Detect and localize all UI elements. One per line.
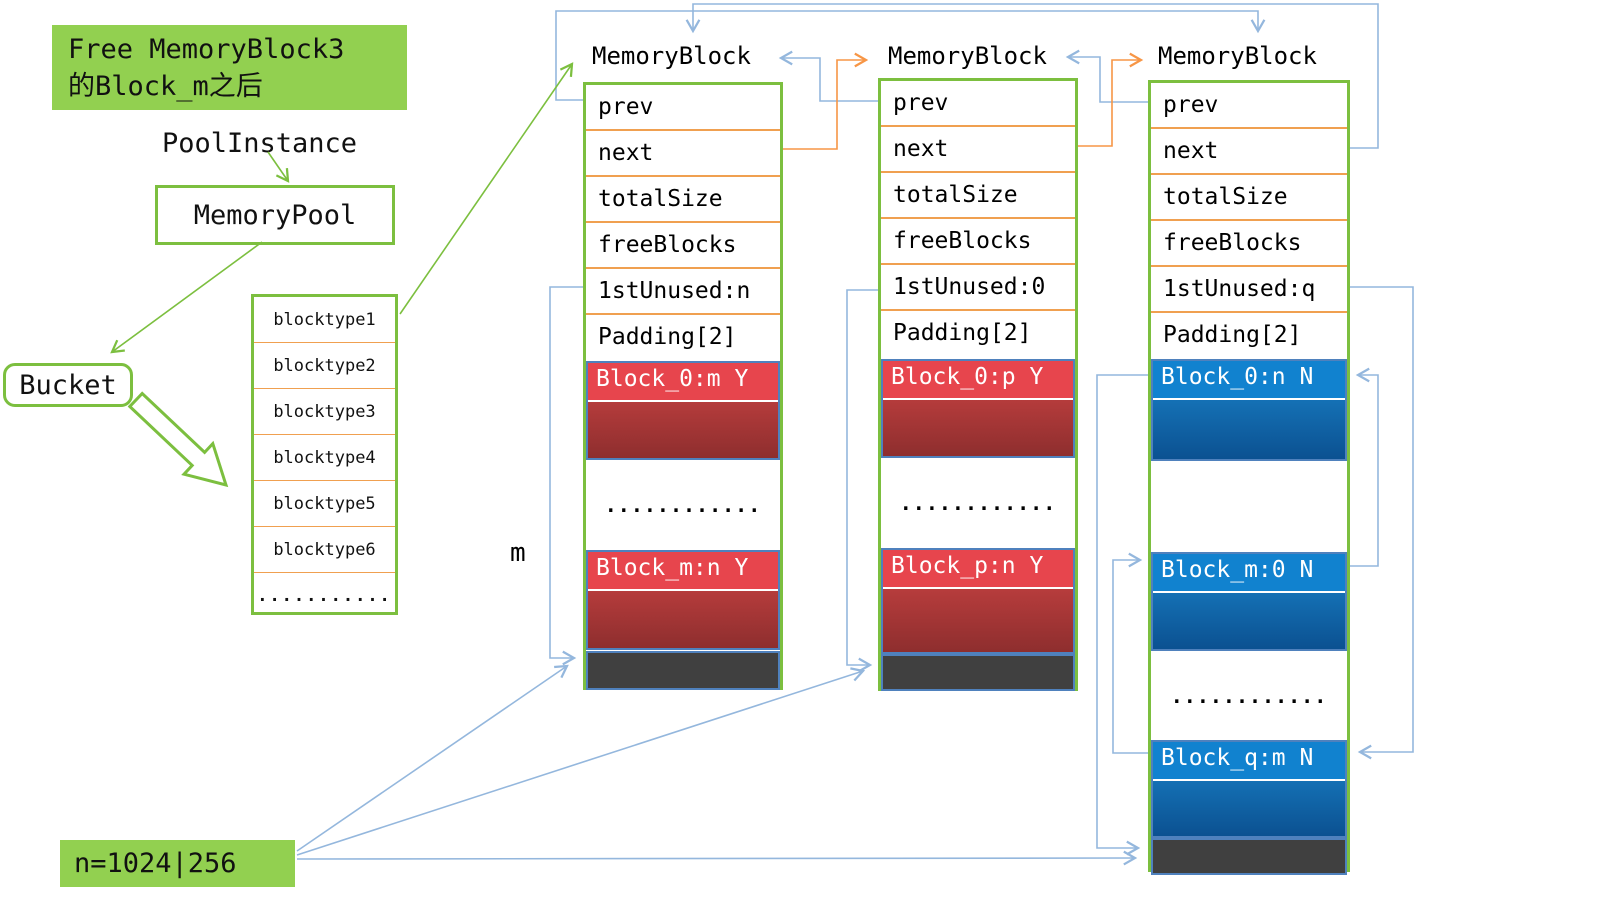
field-row: freeBlocks <box>881 219 1075 265</box>
memoryblock-title-3: MemoryBlock <box>1158 42 1317 70</box>
arrow-block2-prev-to-block1 <box>778 50 878 102</box>
field-row: totalSize <box>1151 175 1347 221</box>
blocktype-row: blocktype2 <box>254 343 395 389</box>
field-row: freeBlocks <box>1151 221 1347 267</box>
used-block-label: Block_0:m Y <box>588 363 778 402</box>
used-block-label: Block_0:p Y <box>883 361 1073 400</box>
field-row: totalSize <box>586 177 780 223</box>
field-row: freeBlocks <box>586 223 780 269</box>
blocktype-row: blocktype5 <box>254 481 395 527</box>
free-block: Block_m:0 N <box>1151 552 1347 651</box>
memoryblock-title-2: MemoryBlock <box>888 42 1047 70</box>
arrow-block2-1stunused-to-end <box>846 289 878 673</box>
arrow-blockq-to-blockm <box>1112 552 1148 754</box>
used-block: Block_p:n Y <box>881 548 1075 654</box>
n-size-note: n=1024|256 <box>60 840 295 887</box>
used-block-label: Block_p:n Y <box>883 550 1073 589</box>
memory-pool-box: MemoryPool <box>155 185 395 245</box>
gap-dots: ............ <box>1151 651 1347 740</box>
memory-block-2: prev next totalSize freeBlocks 1stUnused… <box>878 78 1078 691</box>
field-row: 1stUnused:0 <box>881 265 1075 311</box>
bucket-block-arrow <box>127 391 229 488</box>
gap-dots: ............ <box>881 458 1075 548</box>
m-index-label: m <box>510 538 526 568</box>
free-block-label: Block_q:m N <box>1153 742 1345 781</box>
memoryblock-title-1: MemoryBlock <box>592 42 751 70</box>
arrow-block1-next-to-block2 <box>783 52 869 150</box>
footer-block <box>586 651 780 690</box>
bucket-box: Bucket <box>3 363 133 407</box>
blocktype-row: blocktype3 <box>254 389 395 435</box>
field-row: Padding[2] <box>893 320 1032 346</box>
note-line-2: 的Block_m之后 <box>68 71 263 102</box>
footer-block <box>881 654 1075 691</box>
free-block-label: Block_0:n N <box>1153 361 1345 400</box>
used-block: Block_0:p Y <box>881 359 1075 458</box>
blocktype-row: blocktype6 <box>254 527 395 573</box>
arrow-block3-1stunused-to-blockq <box>1350 286 1414 760</box>
blocktype-row: blocktype4 <box>254 435 395 481</box>
field-row: prev <box>881 81 1075 127</box>
field-row: next <box>586 131 780 177</box>
arrow-blocktype-to-memoryblock <box>399 62 574 315</box>
field-row: prev <box>1151 83 1347 129</box>
note-line-1: Free MemoryBlock3 <box>68 34 345 65</box>
arrow-blockm-to-block0 <box>1350 367 1379 567</box>
blocktype-table: blocktype1 blocktype2 blocktype3 blockty… <box>251 294 398 615</box>
field-row: 1stUnused:q <box>1151 267 1347 313</box>
arrow-n-to-footer1 <box>296 664 569 852</box>
free-block: Block_q:m N <box>1151 740 1347 838</box>
field-row: prev <box>586 85 780 131</box>
arrow-memorypool-to-bucket <box>110 241 263 354</box>
field-row: Padding[2] <box>598 324 737 350</box>
field-row: totalSize <box>881 173 1075 219</box>
arrow-block3-prev-to-block2 <box>1065 49 1148 103</box>
arrow-block1-1stunused-to-end <box>549 286 583 666</box>
arrow-n-to-footer2 <box>296 667 866 856</box>
field-row: next <box>881 127 1075 173</box>
used-block: Block_m:n Y <box>586 550 780 650</box>
footer-block <box>1151 838 1347 875</box>
field-row: next <box>1151 129 1347 175</box>
memory-block-3: prev next totalSize freeBlocks 1stUnused… <box>1148 80 1350 875</box>
pool-instance-label: PoolInstance <box>162 128 358 159</box>
field-row: Padding[2] <box>1163 322 1302 348</box>
used-block: Block_0:m Y <box>586 361 780 460</box>
memory-block-1: prev next totalSize freeBlocks 1stUnused… <box>583 82 783 690</box>
field-row: 1stUnused:n <box>586 269 780 315</box>
blocktype-row-dots: ........... <box>257 585 392 606</box>
used-block-label: Block_m:n Y <box>588 552 778 591</box>
arrow-n-to-footer3 <box>296 850 1138 866</box>
free-block: Block_0:n N <box>1151 359 1347 461</box>
arrow-block0-to-end <box>1096 374 1148 856</box>
free-block-label: Block_m:0 N <box>1153 554 1345 593</box>
arrow-block2-next-to-block3 <box>1078 52 1144 147</box>
gap-dots: ............ <box>586 460 780 550</box>
blocktype-row: blocktype1 <box>254 297 395 343</box>
note-box: Free MemoryBlock3 的Block_m之后 <box>52 25 407 110</box>
